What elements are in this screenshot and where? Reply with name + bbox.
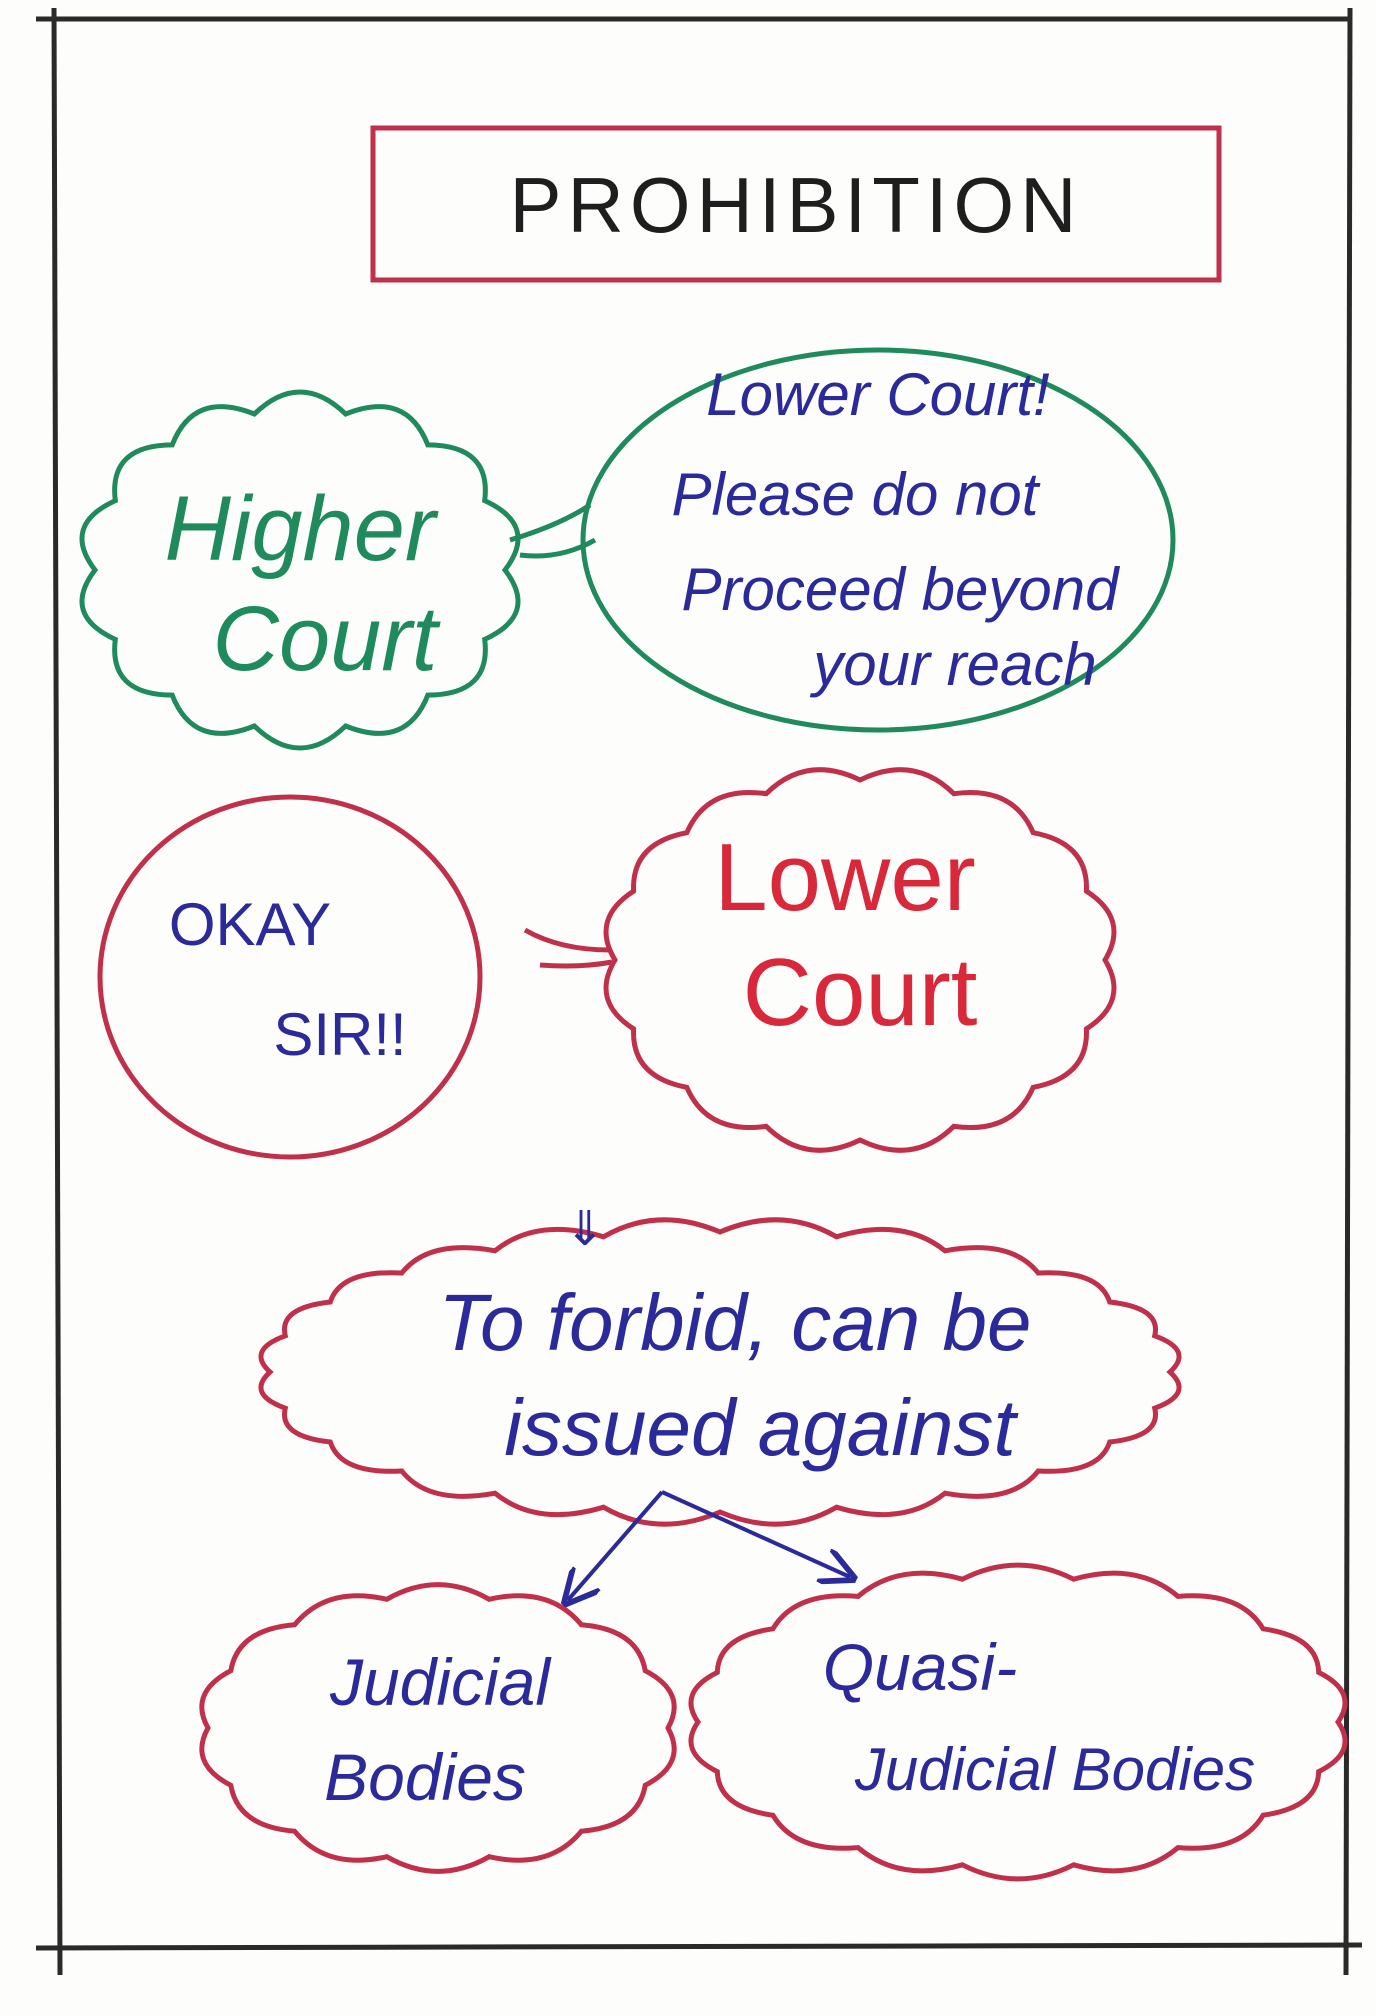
okay-sir-speech-bubble — [97, 794, 483, 1160]
lower-court-line-2: Court — [743, 939, 978, 1046]
title-box: PROHIBITION — [370, 125, 1222, 283]
title-text: PROHIBITION — [509, 161, 1082, 249]
higher-court-line-1: Higher — [164, 478, 438, 580]
judicial-bodies-line-2: Bodies — [324, 1740, 526, 1814]
page-frame — [35, 7, 1363, 1976]
lower-court-cloud — [603, 767, 1117, 1153]
lower-court-line-1: Lower — [714, 824, 975, 931]
definition-line-1: To forbid, can be — [438, 1278, 1031, 1367]
branch-arrows — [568, 1490, 850, 1600]
speech-line-4: your reach — [809, 631, 1096, 698]
speech-line-3: Proceed beyond — [682, 556, 1121, 623]
higher-court-speech-bubble — [580, 347, 1176, 733]
higher-court-line-2: Court — [213, 588, 441, 690]
quasi-judicial-line-2: Judicial Bodies — [854, 1736, 1255, 1803]
okay-sir-line-1: OKAY — [169, 891, 331, 958]
speech-line-1: Lower Court! — [706, 361, 1050, 428]
quasi-judicial-bodies-cloud — [688, 1562, 1348, 1882]
judicial-bodies-cloud — [199, 1582, 677, 1874]
definition-cloud — [258, 1217, 1182, 1527]
speech-tail-red — [523, 927, 613, 969]
quasi-judicial-line-1: Quasi- — [823, 1630, 1017, 1704]
judicial-bodies-line-1: Judicial — [329, 1645, 552, 1719]
higher-court-cloud — [79, 389, 521, 751]
down-arrow-icon: ⇓ — [565, 1201, 605, 1257]
speech-tail-green — [509, 502, 597, 559]
okay-sir-line-2: SIR!! — [273, 1001, 406, 1068]
speech-line-2: Please do not — [672, 461, 1041, 528]
definition-line-2: issued against — [504, 1383, 1018, 1472]
